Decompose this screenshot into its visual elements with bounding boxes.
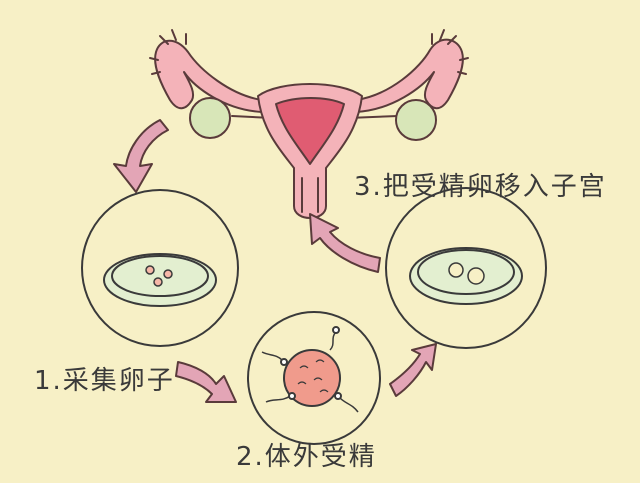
process-arrows bbox=[113, 119, 437, 403]
right-ovary bbox=[395, 99, 437, 141]
embryo-2 bbox=[467, 267, 485, 285]
sperm-4 bbox=[339, 397, 359, 413]
cervix-line bbox=[301, 177, 319, 213]
arrow-fertilization-to-culture bbox=[389, 343, 437, 397]
arrow-culture-to-uterus bbox=[309, 213, 381, 273]
egg-2 bbox=[163, 269, 173, 279]
egg-texture bbox=[297, 359, 329, 393]
uterus-cavity bbox=[275, 97, 345, 165]
embryo-culture-illustration bbox=[385, 187, 547, 349]
arrow-collection-to-fertilization bbox=[175, 361, 237, 403]
egg-3 bbox=[153, 277, 163, 287]
sperm-1-head bbox=[332, 326, 340, 334]
left-fallopian-tube bbox=[154, 39, 263, 113]
arrow-ovary-to-egg-collection bbox=[113, 119, 169, 193]
left-ovary bbox=[189, 97, 231, 139]
fertilization-illustration bbox=[247, 311, 381, 445]
sperm-3 bbox=[265, 395, 291, 403]
fertilized-egg bbox=[283, 349, 341, 407]
step-2-label: 2.体外受精 bbox=[236, 442, 377, 472]
sperm-4-head bbox=[334, 392, 342, 400]
right-fallopian-tube bbox=[355, 38, 464, 113]
sperm-2 bbox=[261, 351, 283, 361]
right-tube-fimbriae bbox=[431, 29, 469, 75]
uterus-illustration bbox=[149, 29, 469, 219]
left-tube-fimbriae bbox=[149, 29, 187, 75]
petri-dish-1-rim bbox=[111, 255, 209, 297]
sperm-3-head bbox=[288, 392, 296, 400]
petri-dish-2-rim bbox=[417, 249, 515, 295]
egg-1 bbox=[145, 265, 155, 275]
step-1-label: 1.采集卵子 bbox=[34, 366, 175, 396]
step-3-label: 3.把受精卵移入子宫 bbox=[354, 172, 607, 202]
embryo-1 bbox=[448, 262, 464, 278]
sperm-2-head bbox=[280, 358, 288, 366]
egg-collection-illustration bbox=[81, 189, 239, 347]
